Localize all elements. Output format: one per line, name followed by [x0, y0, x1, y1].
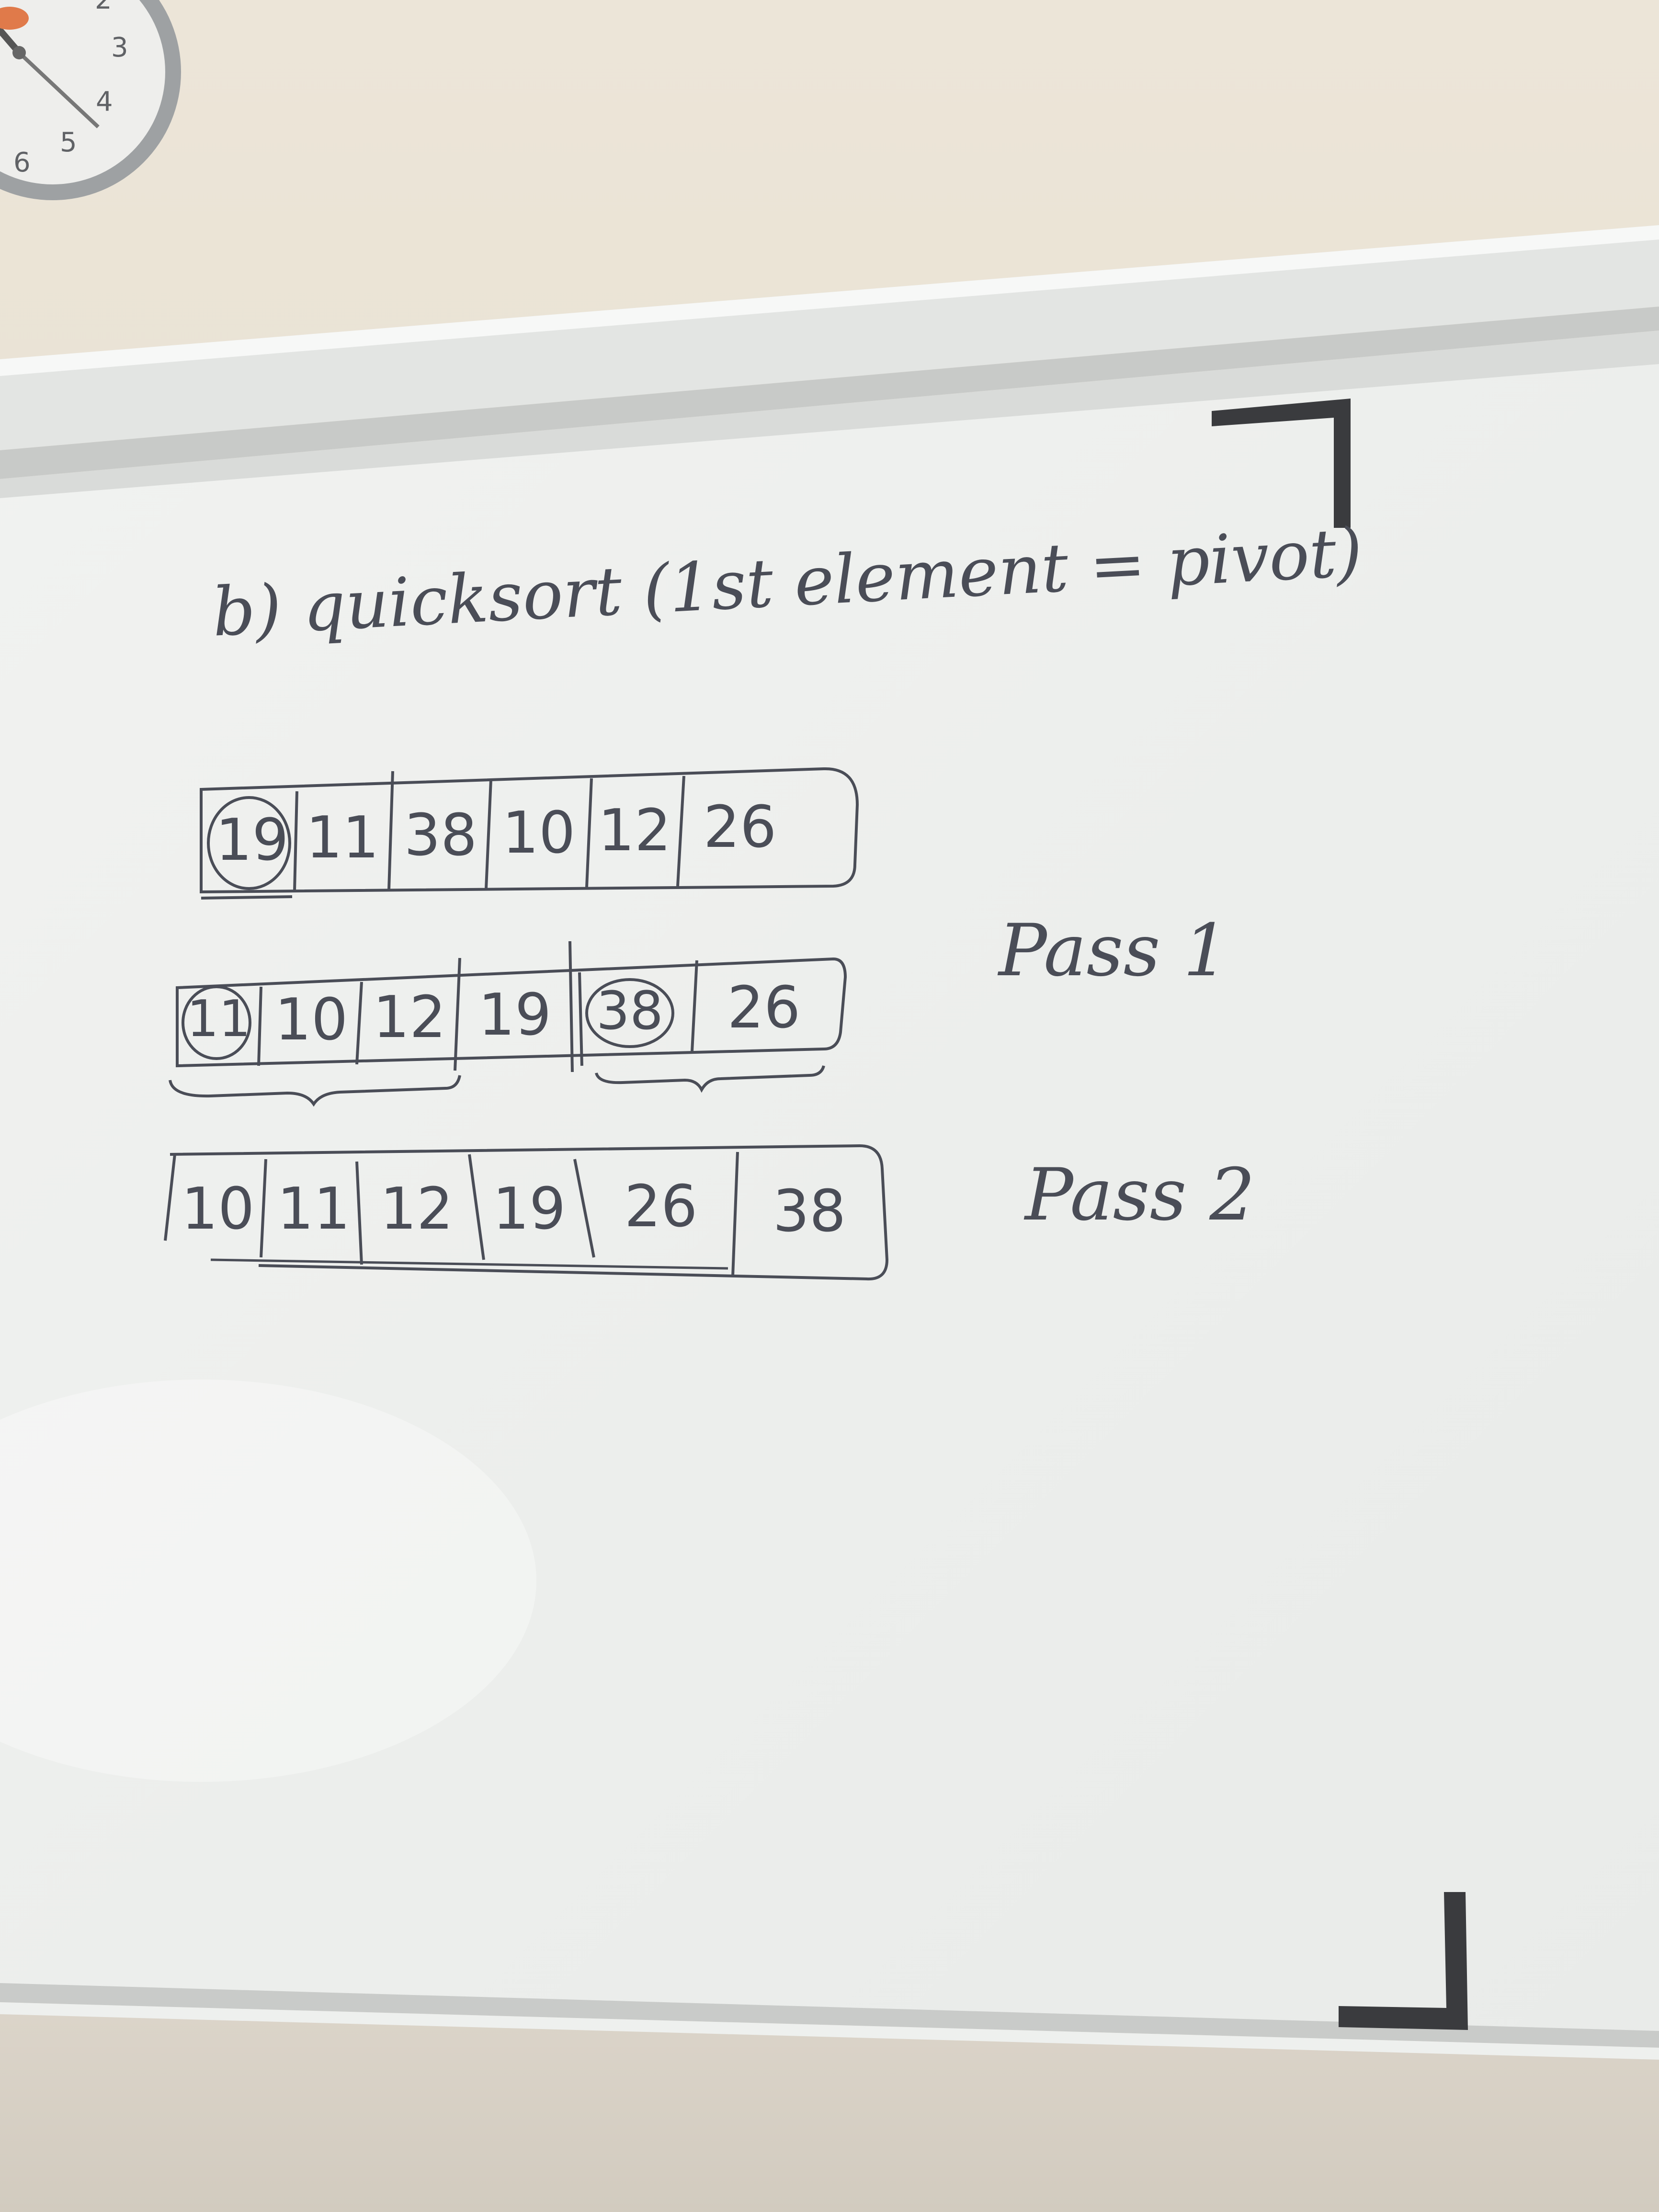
row1-strip-outline: [200, 767, 859, 894]
row3-underline: [210, 1258, 728, 1270]
corner-tape-top-right: [1212, 399, 1351, 528]
corner-tape-bottom-right: [1339, 1892, 1468, 2030]
clock-numeral-2: 2: [95, 0, 112, 13]
row1-dividers: [293, 771, 685, 891]
row2-pivot-circle-left: [182, 985, 251, 1060]
clock-face: [0, 0, 165, 184]
row3-cell: 12: [380, 1176, 454, 1243]
row2-cell: 10: [274, 987, 348, 1053]
row3-strip-outline: [170, 1144, 889, 1281]
board-top-frame-shadow: [0, 307, 1659, 479]
row2-cell: 26: [727, 975, 801, 1041]
row2-dividers: [257, 941, 698, 1072]
pass-1-label: Pass 1: [999, 909, 1229, 992]
clock-orange-hand: [0, 7, 29, 30]
board-glare: [0, 1380, 536, 1782]
row2-cell: 38: [596, 980, 663, 1041]
board-top-frame: [0, 225, 1659, 450]
board-bottom-frame-light: [0, 2002, 1659, 2060]
row2-strip-outline: [176, 957, 847, 1068]
row1-cell: 11: [306, 805, 379, 871]
clock-numeral-5: 5: [60, 127, 77, 158]
row1-cell: 26: [703, 794, 777, 861]
clock-numeral-4: 4: [96, 86, 113, 117]
row3-cell: 19: [492, 1176, 566, 1243]
board-top-frame-highlight: [0, 225, 1659, 376]
row1-cell: 38: [404, 802, 477, 869]
row3-cell: 10: [181, 1176, 255, 1243]
clock-hub: [12, 46, 26, 59]
row2-pivot-circle-right: [585, 978, 674, 1048]
clock-hand-minute: [18, 51, 100, 128]
row3-cell: 11: [277, 1176, 351, 1243]
board-heading: b) quicksort (1st element = pivot): [210, 513, 1364, 652]
row2-cell: 11: [187, 990, 251, 1048]
row2-brace-left: [169, 1075, 461, 1107]
row1-underline: [201, 895, 293, 900]
row1-pivot-circle: [207, 796, 291, 890]
row2-cell: 12: [373, 984, 446, 1051]
row3-cell: 38: [773, 1178, 846, 1245]
row1-cell: 19: [216, 807, 289, 874]
row1-cell: 10: [502, 800, 576, 867]
row3-dividers: [164, 1152, 739, 1277]
row2-brace-right: [595, 1065, 825, 1093]
clock-numeral-6: 6: [13, 147, 31, 178]
pass-2-label: Pass 2: [1025, 1153, 1255, 1237]
clock-numeral-3: 3: [111, 32, 128, 63]
row1-cell: 12: [598, 798, 671, 864]
row3-cell: 26: [624, 1174, 698, 1240]
row2-cell: 19: [478, 982, 552, 1049]
clock-hand-hour: [0, 25, 22, 55]
board-bottom-frame: [0, 1983, 1659, 2048]
board-top-edge: [0, 331, 1659, 498]
